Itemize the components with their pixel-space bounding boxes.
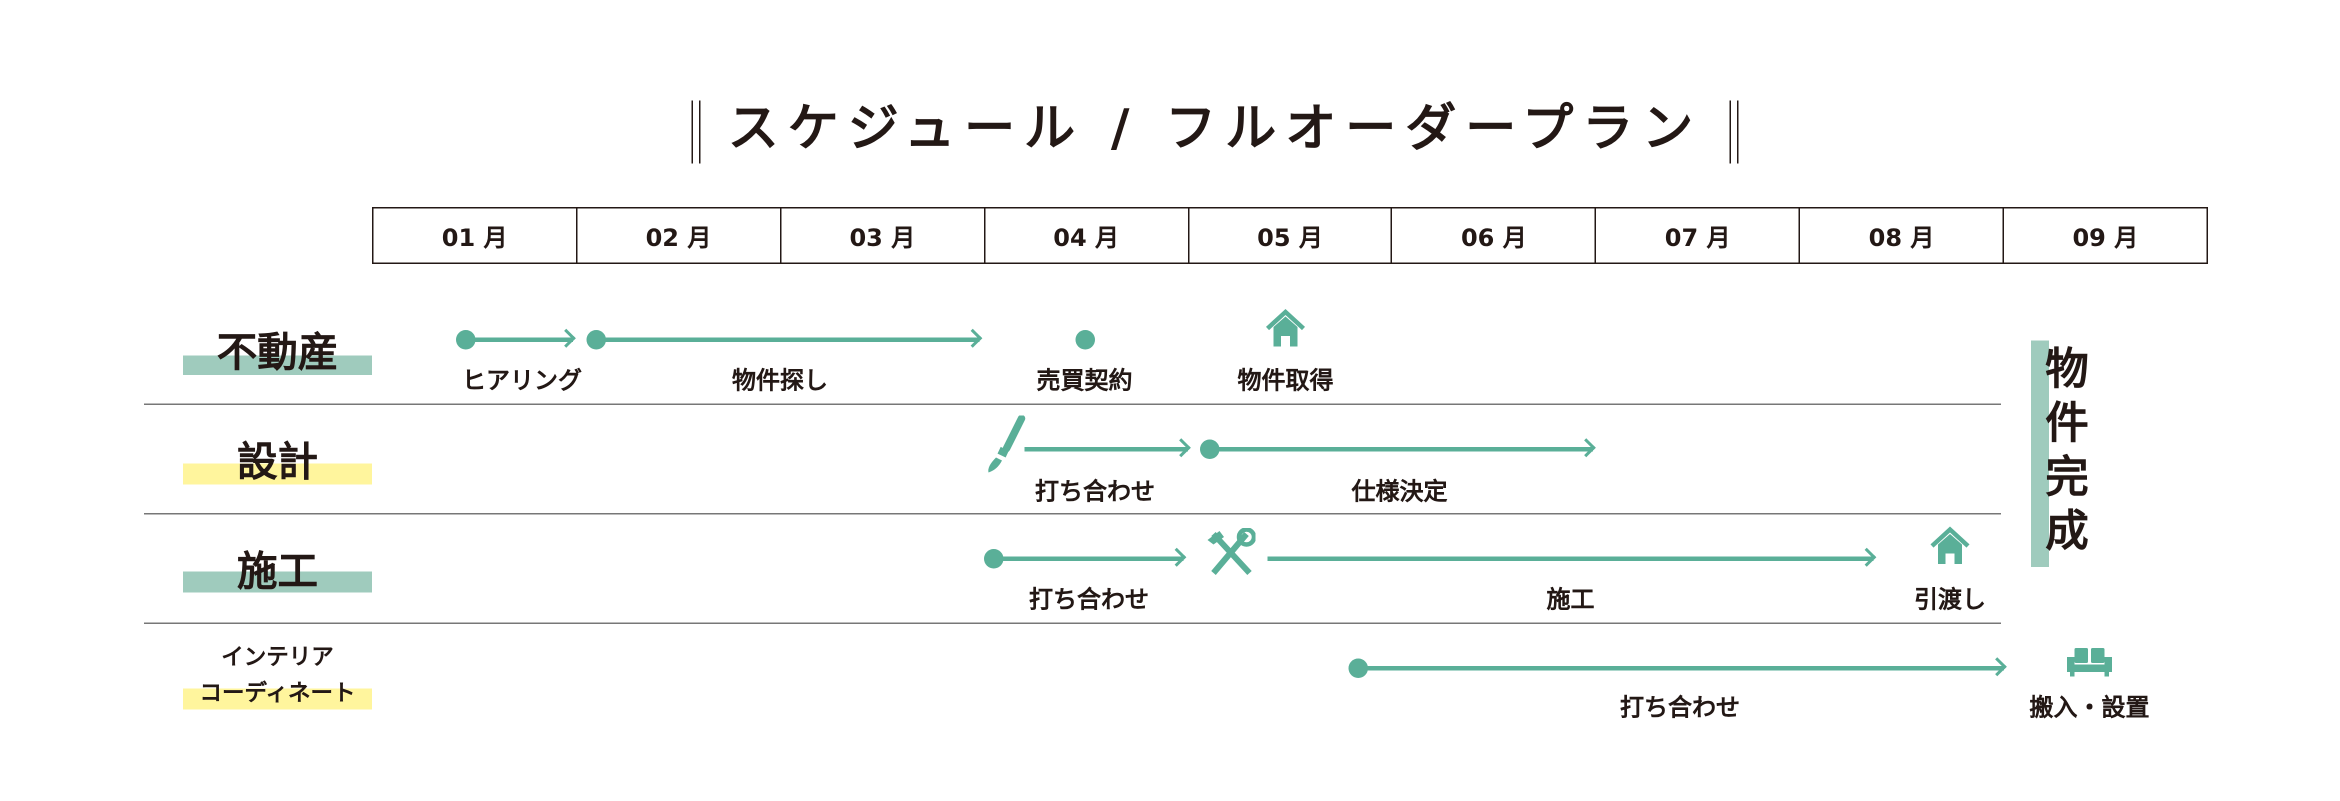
label-highlight <box>183 355 372 375</box>
paintbrush-icon <box>983 414 1028 482</box>
row-label-text: 不動産 <box>216 330 339 377</box>
timeline-arrow <box>1357 657 2008 678</box>
row-label-text: コーディネート <box>199 679 356 707</box>
title-bar-right <box>1729 99 1739 163</box>
row-divider <box>144 513 2001 515</box>
timeline-arrow <box>1267 547 1877 569</box>
step-label: 物件探し <box>731 366 829 395</box>
timeline-arrow <box>1209 438 1596 459</box>
month-cell: 08 月 <box>1800 208 2005 263</box>
title-bar-left <box>691 99 701 163</box>
label-highlight <box>183 571 372 593</box>
row-label-interior: インテリア コーディネート <box>183 639 372 714</box>
row-label-text: 施工 <box>237 549 318 596</box>
timeline-arrow <box>993 547 1187 569</box>
label-highlight <box>183 688 372 710</box>
completion-label: 物件完成 <box>2043 342 2091 558</box>
timeline-arrow <box>1024 438 1192 459</box>
month-cell: 09 月 <box>2072 223 2139 253</box>
step-label: 打ち合わせ <box>1034 477 1156 506</box>
row-divider <box>144 403 2001 405</box>
step-label: 物件取得 <box>1237 366 1334 395</box>
completion-bar <box>2031 340 2049 567</box>
step-label: 仕様決定 <box>1351 477 1448 506</box>
step-label: 打ち合わせ <box>1619 693 1741 722</box>
row-label-text: インテリア <box>221 643 334 671</box>
sofa-icon <box>2064 645 2115 684</box>
milestone-dot <box>1074 329 1095 349</box>
row-label-construction: 施工 <box>183 539 372 599</box>
month-cell: 04 月 <box>985 208 1189 263</box>
month-cell: 01 月 <box>374 208 578 263</box>
step-label: ヒアリング <box>461 366 583 395</box>
row-label-design: 設計 <box>183 429 372 489</box>
row-divider <box>144 622 2001 624</box>
row-label-real-estate: 不動産 <box>183 320 372 380</box>
house-icon <box>1263 308 1308 356</box>
row-label-text: 設計 <box>237 439 318 487</box>
title-text: スケジュール / フルオーダープラン <box>727 99 1703 159</box>
month-header: 01 月 02 月 03 月 04 月 05 月 06 月 07 月 08 月 … <box>372 207 2208 264</box>
page-title: スケジュール / フルオーダープラン <box>0 87 2340 163</box>
timeline-arrow <box>465 328 576 350</box>
label-highlight <box>183 463 372 485</box>
month-cell: 02 月 <box>577 208 782 263</box>
step-label: 売買契約 <box>1036 366 1133 395</box>
house-icon <box>1928 525 1973 573</box>
month-cell: 06 月 <box>1393 208 1597 263</box>
timeline-arrow <box>595 328 983 350</box>
step-label: 施工 <box>1546 585 1595 614</box>
month-cell: 07 月 <box>1597 208 1801 263</box>
month-cell: 05 月 <box>1189 208 1393 263</box>
completion-text: 物件完成 <box>2045 343 2089 557</box>
step-label: 引渡し <box>1913 585 1987 614</box>
tools-icon <box>1205 527 1257 585</box>
month-cell: 03 月 <box>781 208 986 263</box>
step-label: 打ち合わせ <box>1028 585 1150 614</box>
step-label: 搬入・設置 <box>2029 693 2150 722</box>
